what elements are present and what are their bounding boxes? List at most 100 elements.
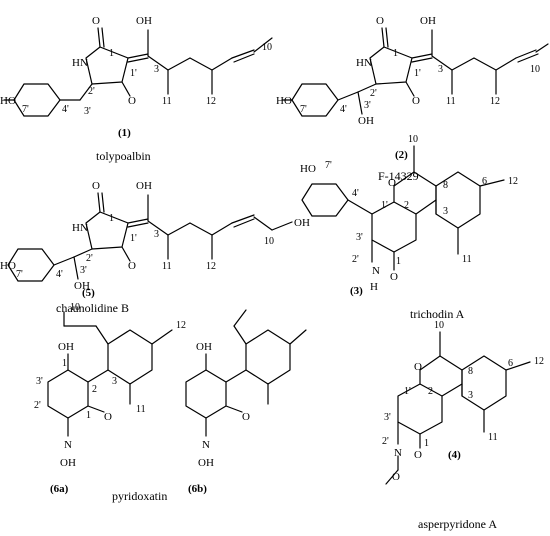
pos-4p: 4'	[56, 269, 63, 280]
compound-1-number: (1)	[118, 127, 131, 139]
atom-o: O	[242, 411, 250, 423]
pos-8: 8	[443, 180, 448, 191]
atom-o: O	[414, 449, 422, 461]
atom-oh: OH	[58, 341, 74, 353]
atom-o: O	[128, 260, 136, 272]
atom-oh: OH	[60, 457, 76, 469]
atom-n: N	[202, 439, 210, 451]
pos-1: 1	[393, 48, 398, 59]
pos-2: 2	[428, 386, 433, 397]
pos-12: 12	[534, 356, 544, 367]
structure-chaunolidine-b	[7, 192, 293, 282]
atom-n: N	[394, 447, 402, 459]
atom-oh: OH	[294, 217, 310, 229]
atom-n: N	[372, 265, 380, 277]
pos-3p: 3'	[80, 265, 87, 276]
pos-4p: 4'	[340, 104, 347, 115]
compound-4-number: (4)	[448, 449, 461, 461]
pos-1: 1	[424, 438, 429, 449]
pos-11: 11	[162, 261, 172, 272]
pos-10: 10	[434, 320, 444, 331]
pos-3p: 3'	[84, 106, 91, 117]
pos-11: 11	[136, 404, 146, 415]
atom-oh: OH	[196, 341, 212, 353]
atom-o: O	[104, 411, 112, 423]
pos-11: 11	[446, 96, 456, 107]
atom-oh: OH	[74, 280, 90, 292]
pos-10: 10	[262, 42, 272, 53]
atom-oh: OH	[358, 115, 374, 127]
pos-4p: 4'	[62, 104, 69, 115]
pos-1p: 1'	[404, 386, 411, 397]
pos-3p: 3'	[36, 376, 43, 387]
pos-8: 8	[468, 366, 473, 377]
atom-o: O	[412, 95, 420, 107]
pos-1p: 1'	[414, 68, 421, 79]
pos-4p: 4'	[352, 188, 359, 199]
pos-7p: 7'	[22, 104, 29, 115]
pos-11: 11	[488, 432, 498, 443]
structure-tolypoalbin	[3, 27, 273, 117]
pos-2p: 2'	[370, 88, 377, 99]
compound-4-name: asperpyridone A	[418, 517, 497, 531]
atom-o: O	[128, 95, 136, 107]
atom-oh: OH	[198, 457, 214, 469]
pos-3: 3	[443, 206, 448, 217]
atom-oh: OH	[136, 15, 152, 27]
pos-1: 1	[86, 410, 91, 421]
compound-3-name: trichodin A	[410, 307, 465, 321]
pos-12: 12	[490, 96, 500, 107]
pos-11: 11	[162, 96, 172, 107]
atom-hn: HN	[72, 57, 88, 69]
structure-asperpyridone-a	[385, 331, 531, 485]
pos-3p: 3'	[384, 412, 391, 423]
compound-6a-number: (6a)	[50, 483, 69, 495]
pos-7p: 7'	[300, 104, 307, 115]
pos-2p: 2'	[34, 400, 41, 411]
atom-o: O	[388, 177, 396, 189]
structure-trichodin-a	[301, 145, 505, 271]
atom-oh: OH	[420, 15, 436, 27]
structure-f14329	[281, 27, 549, 117]
atom-ho: HO	[0, 260, 16, 272]
pos-2: 2	[92, 384, 97, 395]
pos-1p: 1'	[381, 200, 388, 211]
structure-pyridoxatin-6a	[47, 311, 173, 437]
pos-10: 10	[70, 302, 80, 313]
pos-3: 3	[468, 390, 473, 401]
pos-1p: 1'	[130, 233, 137, 244]
pos-1p: 1'	[130, 68, 137, 79]
pos-2p: 2'	[382, 436, 389, 447]
pos-10: 10	[530, 64, 540, 75]
pos-1: 1	[396, 256, 401, 267]
atom-ho: HO	[276, 95, 292, 107]
pos-1: 1	[109, 48, 114, 59]
compound-3-number: (3)	[350, 285, 363, 297]
pos-2p: 2'	[352, 254, 359, 265]
pos-10: 10	[264, 236, 274, 247]
pos-3: 3	[154, 229, 159, 240]
atom-o: O	[376, 15, 384, 27]
atom-ho: HO	[300, 163, 316, 175]
atom-o: O	[390, 271, 398, 283]
compound-5-number: (5)	[82, 287, 95, 299]
pos-7p: 7'	[16, 269, 23, 280]
pos-11: 11	[462, 254, 472, 265]
pos-12: 12	[206, 261, 216, 272]
pos-10: 10	[408, 134, 418, 145]
pos-12: 12	[508, 176, 518, 187]
atom-hn: HN	[356, 57, 372, 69]
atom-o: O	[414, 361, 422, 373]
atom-h: H	[370, 281, 378, 293]
atom-ho: HO	[0, 95, 16, 107]
compound-2-name: F-14329	[378, 169, 419, 183]
compound-6-name: pyridoxatin	[112, 489, 167, 503]
compound-6b-number: (6b)	[188, 483, 207, 495]
pos-12: 12	[176, 320, 186, 331]
atom-oh: OH	[136, 180, 152, 192]
atom-o: O	[92, 180, 100, 192]
pos-6: 6	[508, 358, 513, 369]
pos-6: 6	[482, 176, 487, 187]
pos-12: 12	[206, 96, 216, 107]
